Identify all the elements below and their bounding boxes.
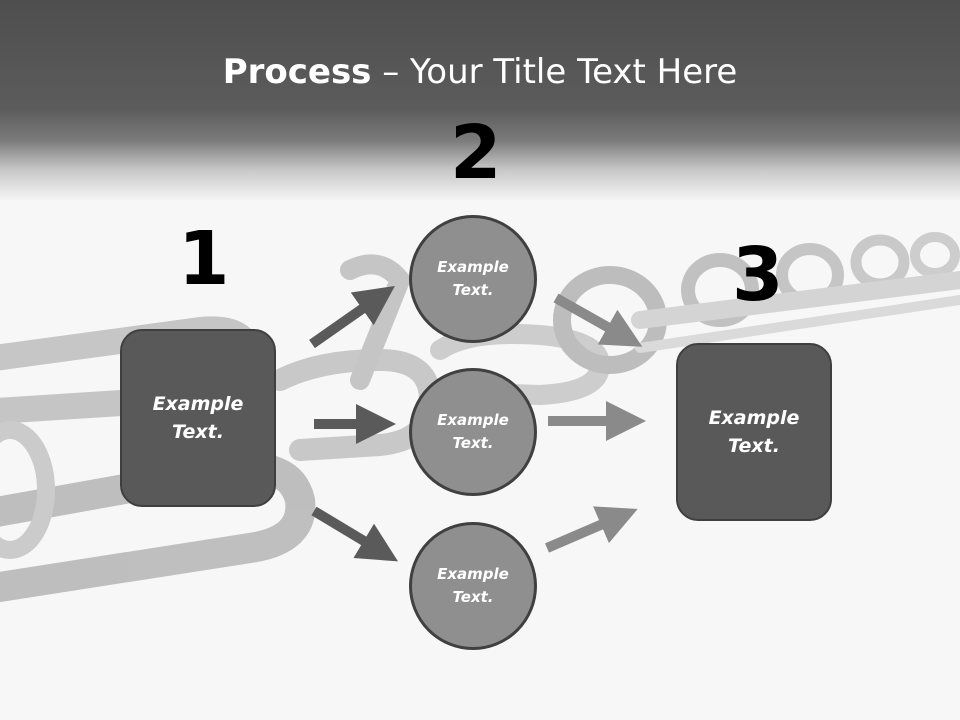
step-3-box: Example Text. [676, 343, 832, 521]
header-band [0, 0, 960, 200]
arrow-box1-to-circle-bottom [311, 506, 399, 562]
arrow-circle-top-to-box3 [553, 293, 643, 347]
circle-top-text-line2: Text. [452, 281, 494, 299]
circle-bottom-text-line1: Example [437, 564, 509, 583]
step-1-text-line2: Text. [172, 421, 224, 443]
circle-top-text-line1: Example [437, 257, 509, 276]
circle-middle-text-line1: Example [437, 410, 509, 429]
arrow-box1-to-circle-top [309, 285, 395, 349]
circle-middle: Example Text. [409, 368, 537, 496]
page-title: Process – Your Title Text Here [0, 52, 960, 92]
step-number-2: 2 [450, 110, 502, 196]
step-1-box: Example Text. [120, 329, 276, 507]
step-3-text-line1: Example [708, 406, 800, 429]
circle-bottom: Example Text. [409, 522, 537, 650]
circle-bottom-text-line2: Text. [452, 588, 494, 606]
title-bold: Process [222, 52, 372, 92]
circle-top: Example Text. [409, 215, 537, 343]
step-number-3: 3 [732, 232, 784, 318]
title-rest: – Your Title Text Here [371, 52, 738, 92]
arrow-circle-bottom-to-box3 [545, 506, 638, 553]
step-number-1: 1 [178, 216, 230, 302]
step-1-text-line1: Example [152, 392, 244, 415]
step-3-text-line2: Text. [728, 435, 780, 457]
circle-middle-text-line2: Text. [452, 434, 494, 452]
